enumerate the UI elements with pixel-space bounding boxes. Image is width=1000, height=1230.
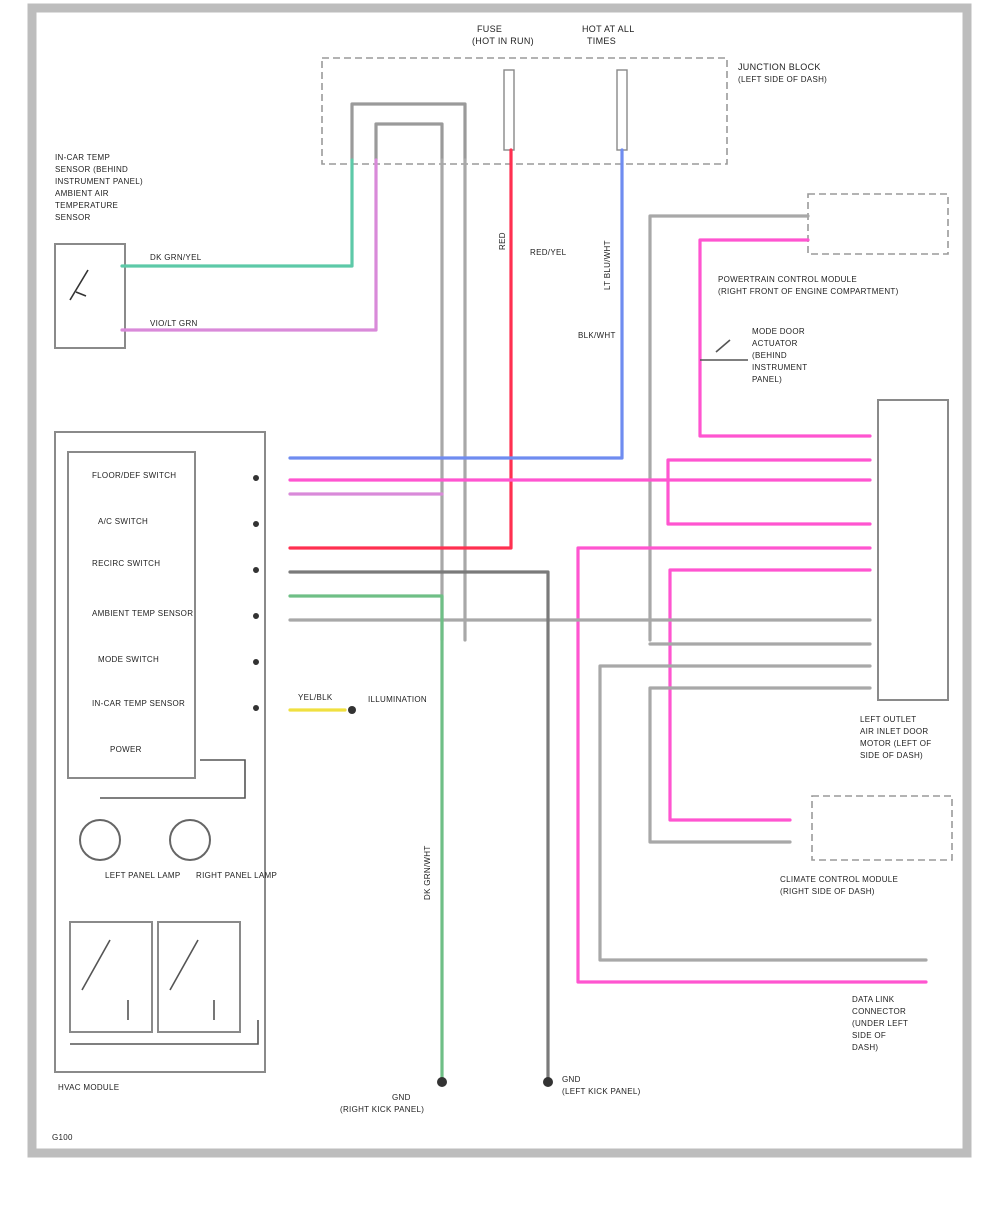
wire-gray-r3 xyxy=(598,664,928,962)
climate-right-label-1: CLIMATE CONTROL MODULE xyxy=(780,875,898,884)
dlc-label-2: CONNECTOR xyxy=(852,1007,906,1016)
ground-1-label: GND xyxy=(392,1093,411,1102)
wire-gray-r4 xyxy=(648,686,872,844)
relay-switch-symbols xyxy=(81,939,215,1020)
switch-ac: A/C SWITCH xyxy=(98,517,148,526)
dlc-label-4: SIDE OF xyxy=(852,1031,886,1040)
climate-left-inner xyxy=(67,451,196,779)
wire-blue xyxy=(288,148,624,460)
wire-light-green xyxy=(120,158,354,268)
sensor-title-5: TEMPERATURE xyxy=(55,201,118,210)
right-module-label-4: SIDE OF DASH) xyxy=(860,751,923,760)
ground-2-label: GND xyxy=(562,1075,581,1084)
ambient-temp-sensor: AMBIENT TEMP SENSOR xyxy=(92,609,193,618)
thermistor-icon xyxy=(69,269,89,301)
sensor-title-1: IN-CAR TEMP xyxy=(55,153,110,162)
right-relay-box xyxy=(157,921,241,1033)
fuse-a-symbol xyxy=(503,69,515,151)
right-module-label-1: LEFT OUTLET xyxy=(860,715,917,724)
dlc-label-3: (UNDER LEFT xyxy=(852,1019,908,1028)
fuse-a-label: FUSE xyxy=(477,24,502,34)
fuse-a-sublabel: (HOT IN RUN) xyxy=(472,36,534,46)
left-module-pins xyxy=(253,475,259,711)
sensor-title-4: AMBIENT AIR xyxy=(55,189,109,198)
green-wire-label: DK GRN/WHT xyxy=(423,845,432,900)
fuse-b-symbol xyxy=(616,69,628,151)
wire-violet xyxy=(120,158,378,332)
diagram-frame xyxy=(27,3,972,1158)
ground-2-point xyxy=(543,1077,553,1087)
climate-right-label-2: (RIGHT SIDE OF DASH) xyxy=(780,887,875,896)
mode-door-label-3: (BEHIND xyxy=(752,351,787,360)
red-wire-label: RED xyxy=(498,232,507,250)
junction-block-sublabel: (LEFT SIDE OF DASH) xyxy=(738,75,827,84)
blue-wire-label: LT BLU/WHT xyxy=(603,240,612,290)
wire-pink-4 xyxy=(668,568,872,822)
mode-door-symbol xyxy=(700,339,748,361)
right-connector-block xyxy=(877,399,949,701)
in-car-sensor-box xyxy=(54,243,126,349)
power-input: POWER xyxy=(110,745,142,754)
diagram-code: G100 xyxy=(52,1133,73,1142)
fuse-b-label: HOT AT ALL xyxy=(582,24,635,34)
red-wire-code: RED/YEL xyxy=(530,248,567,257)
wire-pink-2 xyxy=(666,458,872,526)
pcm-label-2: (RIGHT FRONT OF ENGINE COMPARTMENT) xyxy=(718,287,899,296)
wire-red xyxy=(288,148,513,550)
ground-2-sublabel: (LEFT KICK PANEL) xyxy=(562,1087,641,1096)
wire-green xyxy=(288,594,444,1082)
sensor-wire-1-label: DK GRN/YEL xyxy=(150,253,202,262)
hvac-module-label: HVAC MODULE xyxy=(58,1083,119,1092)
sensor-title-3: INSTRUMENT PANEL) xyxy=(55,177,143,186)
left-lamp-icon xyxy=(79,819,121,861)
pcm-label-1: POWERTRAIN CONTROL MODULE xyxy=(718,275,857,284)
illumination-splice xyxy=(348,706,356,714)
lamp-feed-wire xyxy=(100,759,246,799)
dlc-label-5: DASH) xyxy=(852,1043,878,1052)
climate-right-box xyxy=(811,795,953,861)
gray-loop-inner xyxy=(374,122,444,162)
wire-pcm-gray xyxy=(648,214,810,642)
wire-dark-gray xyxy=(288,570,550,1082)
ground-1-point xyxy=(437,1077,447,1087)
gray-loop-outer xyxy=(350,102,467,162)
relay-ground-wire xyxy=(70,1020,259,1045)
climate-left-module xyxy=(54,431,266,1073)
left-relay-box xyxy=(69,921,153,1033)
junction-block xyxy=(321,57,728,165)
switch-floor-def: FLOOR/DEF SWITCH xyxy=(92,471,176,480)
sensor-title-6: SENSOR xyxy=(55,213,91,222)
right-module-label-2: AIR INLET DOOR xyxy=(860,727,929,736)
ground-1-sublabel: (RIGHT KICK PANEL) xyxy=(340,1105,424,1114)
right-lamp-icon xyxy=(169,819,211,861)
sensor-title-2: SENSOR (BEHIND xyxy=(55,165,128,174)
mode-door-label-5: PANEL) xyxy=(752,375,782,384)
mode-door-label-1: MODE DOOR xyxy=(752,327,805,336)
blue-wire-code: BLK/WHT xyxy=(578,331,616,340)
switch-mode: MODE SWITCH xyxy=(98,655,159,664)
yellow-wire-label: YEL/BLK xyxy=(298,693,333,702)
dlc-label-1: DATA LINK xyxy=(852,995,895,1004)
switch-recirc: RECIRC SWITCH xyxy=(92,559,160,568)
illumination-label: ILLUMINATION xyxy=(368,695,427,704)
wire-pink-3 xyxy=(576,546,928,984)
wire-pcm-pink xyxy=(698,238,872,438)
sensor-wire-2-label: VIO/LT GRN xyxy=(150,319,198,328)
pcm-box xyxy=(807,193,949,255)
in-car-temp-sensor: IN-CAR TEMP SENSOR xyxy=(92,699,185,708)
mode-door-label-2: ACTUATOR xyxy=(752,339,798,348)
junction-block-label: JUNCTION BLOCK xyxy=(738,62,821,72)
fuse-b-sublabel: TIMES xyxy=(587,36,616,46)
right-lamp-label: RIGHT PANEL LAMP xyxy=(196,871,277,880)
mode-door-label-4: INSTRUMENT xyxy=(752,363,807,372)
left-lamp-label: LEFT PANEL LAMP xyxy=(105,871,181,880)
right-module-label-3: MOTOR (LEFT OF xyxy=(860,739,931,748)
